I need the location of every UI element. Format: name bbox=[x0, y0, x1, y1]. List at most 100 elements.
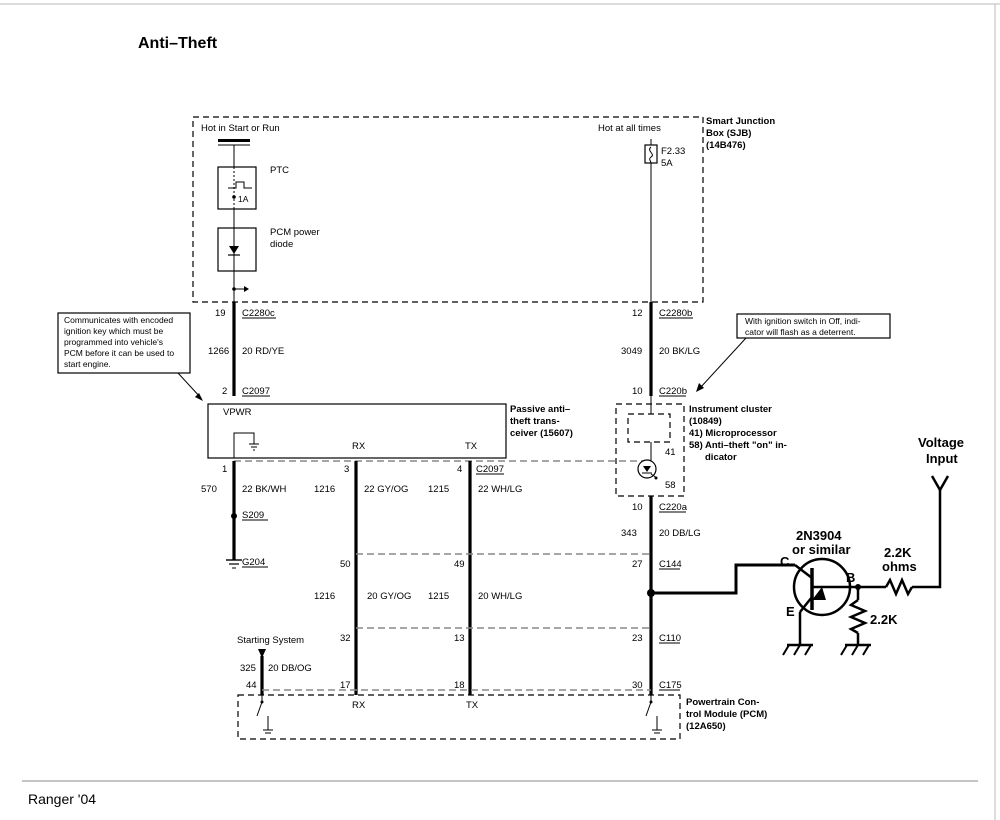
circuit-570: 570 bbox=[201, 484, 217, 495]
pin-27: 27 bbox=[632, 559, 643, 570]
cluster-name-2: (10849) bbox=[689, 416, 722, 427]
gauge-22-bk-wh: 22 BK/WH bbox=[242, 484, 286, 495]
connector-c110: C110 bbox=[659, 633, 681, 644]
ground-g204: G204 bbox=[242, 557, 265, 568]
pats-name-1: Passive anti– bbox=[510, 404, 570, 415]
cluster-name-4: 58) Anti–theft "on" in- bbox=[689, 440, 787, 451]
pin-30: 30 bbox=[632, 680, 643, 691]
ptc-icon bbox=[217, 166, 257, 210]
base-label: B bbox=[846, 570, 855, 585]
splice-s209: S209 bbox=[242, 510, 264, 521]
powertrain-control-module: RX TX Powertrain Con- trol Module (PCM) … bbox=[237, 694, 767, 740]
switch-icon-2 bbox=[645, 701, 652, 717]
circuit-1215-b: 1215 bbox=[428, 591, 449, 602]
wire-3049: 12 C2280b 3049 20 BK/LG 10 C220b bbox=[621, 302, 700, 397]
emitter-label: E bbox=[786, 604, 795, 619]
starting-system-label: Starting System bbox=[237, 635, 304, 646]
pin-18: 18 bbox=[454, 680, 465, 691]
circuit-1266: 1266 bbox=[208, 346, 229, 357]
pin-49: 49 bbox=[454, 559, 465, 570]
pin-10-c220a: 10 bbox=[632, 502, 643, 513]
collector-label: C bbox=[780, 554, 790, 569]
gauge-20-db-lg: 20 DB/LG bbox=[659, 528, 701, 539]
pin-19: 19 bbox=[215, 308, 226, 319]
pin-4: 4 bbox=[457, 464, 462, 475]
gauge-20-db-og: 20 DB/OG bbox=[268, 663, 312, 674]
pats-vpwr-label: VPWR bbox=[223, 407, 252, 418]
gauge-20-bk-lg: 20 BK/LG bbox=[659, 346, 700, 357]
pcm-tx-label: TX bbox=[466, 700, 479, 711]
fuse-label: F2.33 bbox=[661, 146, 685, 157]
callout-left-line-5: start engine. bbox=[64, 359, 111, 369]
wire-1266: 19 C2280c 1266 20 RD/YE 2 C2097 bbox=[208, 302, 284, 397]
pin-23: 23 bbox=[632, 633, 643, 644]
pin-17: 17 bbox=[340, 680, 351, 691]
pin-2: 2 bbox=[222, 386, 227, 397]
callout-left-line-4: PCM before it can be used to bbox=[64, 348, 174, 358]
resistor-2-value: 2.2K bbox=[870, 612, 898, 627]
callout-right-line-1: With ignition switch in Off, indi- bbox=[745, 316, 861, 326]
resistor-1-value: 2.2K bbox=[884, 545, 912, 560]
resistor-icon-2 bbox=[884, 576, 914, 598]
transistor-note: or similar bbox=[792, 542, 851, 557]
pin-1: 1 bbox=[222, 464, 227, 475]
gauge-20-gy-og: 20 GY/OG bbox=[367, 591, 411, 602]
pin-3: 3 bbox=[344, 464, 349, 475]
voltage-input-label-2: Input bbox=[926, 451, 958, 466]
connector-c144: C144 bbox=[659, 559, 682, 570]
starting-system-arrow-icon bbox=[258, 649, 266, 658]
callout-left-line-3: programmed into vehicle's bbox=[64, 337, 163, 347]
resistor-icon bbox=[847, 598, 869, 635]
pcm-rx-label: RX bbox=[352, 700, 366, 711]
sjb-name: Smart Junction bbox=[706, 116, 775, 127]
diode-icon bbox=[217, 227, 257, 272]
connector-c220a: C220a bbox=[659, 502, 688, 513]
circuit-325: 325 bbox=[240, 663, 256, 674]
hot-all-times-label: Hot at all times bbox=[598, 123, 661, 134]
circuit-1215-a: 1215 bbox=[428, 484, 449, 495]
connector-c2280c: C2280c bbox=[242, 308, 275, 319]
pats-name-3: ceiver (15607) bbox=[510, 428, 573, 439]
connector-c2097-bottom: C2097 bbox=[476, 464, 504, 475]
pin-41: 41 bbox=[665, 447, 676, 458]
connector-c175: C175 bbox=[659, 680, 682, 691]
sjb-part: (14B476) bbox=[706, 140, 746, 151]
pin-32: 32 bbox=[340, 633, 351, 644]
pcm-name-3: (12A650) bbox=[686, 721, 726, 732]
bus-bar-icon bbox=[218, 139, 250, 142]
pin-12: 12 bbox=[632, 308, 643, 319]
callout-left-line-1: Communicates with encoded bbox=[64, 315, 173, 325]
circuit-3049: 3049 bbox=[621, 346, 642, 357]
smart-junction-box: Smart Junction Box (SJB) (14B476) Hot in… bbox=[192, 116, 775, 303]
transistor-addon-circuit: 2N3904 or similar C B E 2.2K ohms 2.2K V… bbox=[647, 435, 964, 656]
voltage-input-label-1: Voltage bbox=[918, 435, 964, 450]
cluster-name-1: Instrument cluster bbox=[689, 404, 772, 415]
connector-c2280b: C2280b bbox=[659, 308, 692, 319]
sjb-name-2: Box (SJB) bbox=[706, 128, 751, 139]
gauge-20-rd-ye: 20 RD/YE bbox=[242, 346, 284, 357]
cluster-name-5: dicator bbox=[705, 452, 737, 463]
instrument-cluster: 41 58 Instrument cluster (10849) 41) Mic… bbox=[615, 396, 787, 497]
connector-c2097-top: C2097 bbox=[242, 386, 270, 397]
pin-50: 50 bbox=[340, 559, 351, 570]
pin-44: 44 bbox=[246, 680, 257, 691]
voltage-input-arrow-icon bbox=[930, 475, 950, 493]
diode-label-2: diode bbox=[270, 239, 293, 250]
gauge-22-wh-lg: 22 WH/LG bbox=[478, 484, 522, 495]
pin-10: 10 bbox=[632, 386, 643, 397]
cluster-name-3: 41) Microprocessor bbox=[689, 428, 777, 439]
pin-58: 58 bbox=[665, 480, 676, 491]
transistor-part: 2N3904 bbox=[796, 528, 842, 543]
page-footer: Ranger '04 bbox=[28, 791, 96, 807]
ptc-rating: 1A bbox=[238, 194, 249, 204]
pats-tx-label: TX bbox=[465, 441, 478, 452]
fuse-rating: 5A bbox=[661, 158, 673, 169]
ptc-label: PTC bbox=[270, 165, 289, 176]
circuit-1216-a: 1216 bbox=[314, 484, 335, 495]
connector-c220b: C220b bbox=[659, 386, 687, 397]
pcm-name-1: Powertrain Con- bbox=[686, 697, 759, 708]
pats-rx-label: RX bbox=[352, 441, 366, 452]
callout-right-line-2: cator will flash as a deterrent. bbox=[745, 327, 856, 337]
callout-left-line-2: ignition key which must be bbox=[64, 326, 163, 336]
